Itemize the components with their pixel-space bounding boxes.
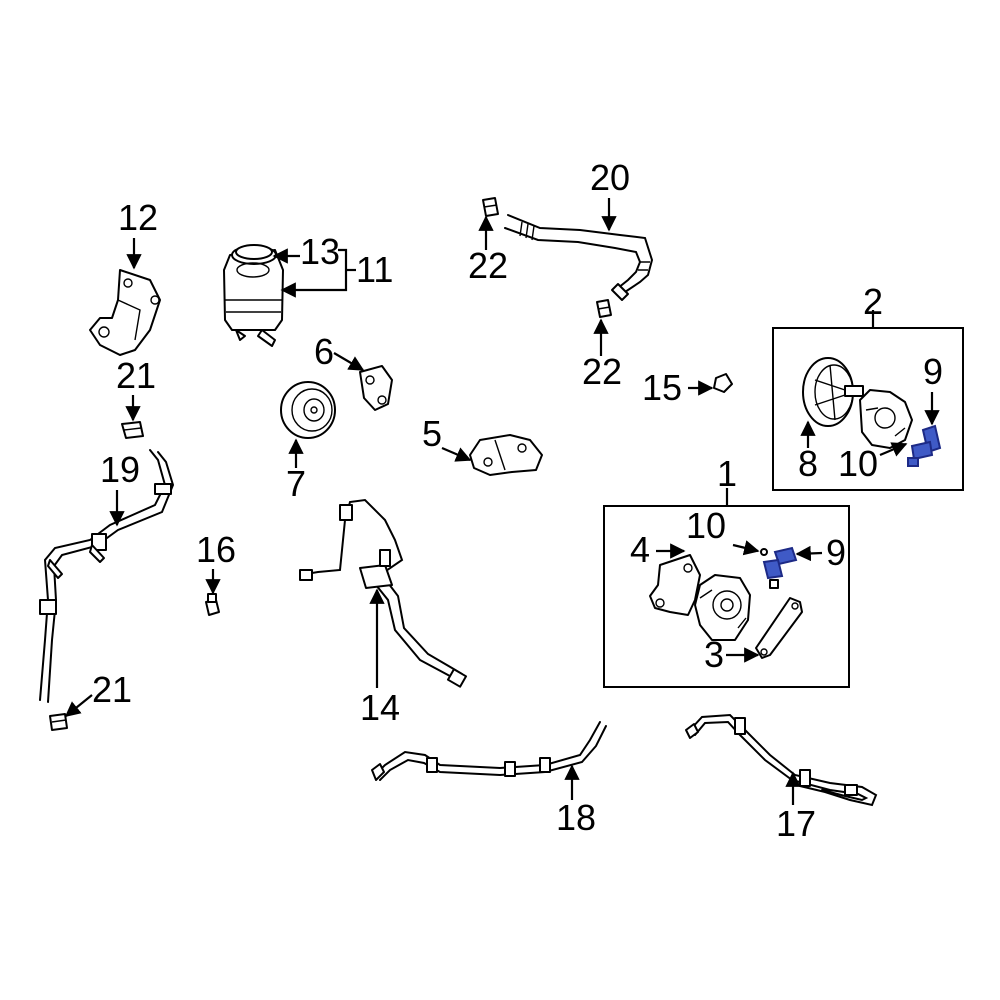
part-6-plate[interactable] [359, 365, 393, 411]
callout-10-box2: 10 [838, 443, 878, 484]
callout-1: 1 [717, 453, 737, 494]
callout-21-lower: 21 [92, 669, 132, 710]
callout-13: 13 [300, 231, 340, 272]
leader-10-box2 [879, 442, 908, 457]
part-15-clip[interactable] [713, 373, 733, 393]
part-20-suction-hose[interactable] [504, 214, 654, 301]
leader-6 [333, 352, 365, 371]
pump-body-2 [859, 389, 913, 449]
pump-body-1 [694, 574, 751, 641]
part-5-bracket[interactable] [469, 434, 543, 476]
callout-17: 17 [776, 803, 816, 844]
part-13-cap[interactable] [235, 244, 273, 260]
part-3-bracket[interactable] [755, 597, 803, 659]
callout-9-box1: 9 [826, 532, 846, 573]
part-21-grommet-lower[interactable] [49, 713, 68, 731]
callout-19: 19 [100, 449, 140, 490]
callout-22-lower: 22 [582, 351, 622, 392]
callout-11: 11 [356, 249, 393, 290]
part-16-fitting[interactable] [205, 593, 220, 616]
callout-16: 16 [196, 529, 236, 570]
callout-6: 6 [314, 331, 334, 372]
part-9-fitting-box1[interactable] [762, 546, 798, 580]
callout-21-upper: 21 [116, 355, 156, 396]
part-22-clamp-lower[interactable] [596, 299, 612, 318]
callout-22-upper: 22 [468, 245, 508, 286]
part-21-grommet-upper[interactable] [121, 421, 144, 439]
callout-7: 7 [286, 463, 306, 504]
box-1-pump-assembly[interactable] [603, 488, 850, 688]
callout-5: 5 [422, 413, 442, 454]
callout-4: 4 [630, 529, 650, 570]
callout-9-box2: 9 [923, 351, 943, 392]
callout-18: 18 [556, 797, 596, 838]
box-2-pump-assembly[interactable] [772, 310, 964, 491]
leader-9-box1 [795, 545, 823, 562]
callout-8: 8 [798, 443, 818, 484]
callout-20: 20 [590, 157, 630, 198]
part-12-bracket[interactable] [89, 269, 161, 356]
part-14-pressure-hose[interactable] [299, 498, 468, 688]
part-19-return-hose[interactable] [39, 449, 175, 703]
callout-14: 14 [360, 687, 400, 728]
part-10-oring-box2[interactable] [907, 457, 919, 467]
part-9-fitting-box2[interactable] [910, 424, 942, 461]
leader-21-lower [64, 694, 93, 717]
leader-10-box1 [732, 540, 760, 556]
part-22-clamp-upper[interactable] [482, 197, 499, 217]
part-11-reservoir[interactable] [223, 245, 284, 347]
part-10-oring-box1[interactable] [760, 548, 779, 589]
callout-12: 12 [118, 197, 158, 238]
part-18-cooler-line[interactable] [371, 721, 607, 781]
part-8-pulley[interactable] [802, 357, 864, 427]
callout-2: 2 [863, 281, 883, 322]
part-17-return-line[interactable] [685, 713, 878, 807]
callout-10-box1: 10 [686, 505, 726, 546]
callout-15: 15 [642, 367, 682, 408]
callout-3: 3 [704, 634, 724, 675]
part-7-pulley[interactable] [280, 381, 336, 439]
part-4-bracket[interactable] [649, 554, 701, 616]
leader-5 [441, 446, 472, 462]
